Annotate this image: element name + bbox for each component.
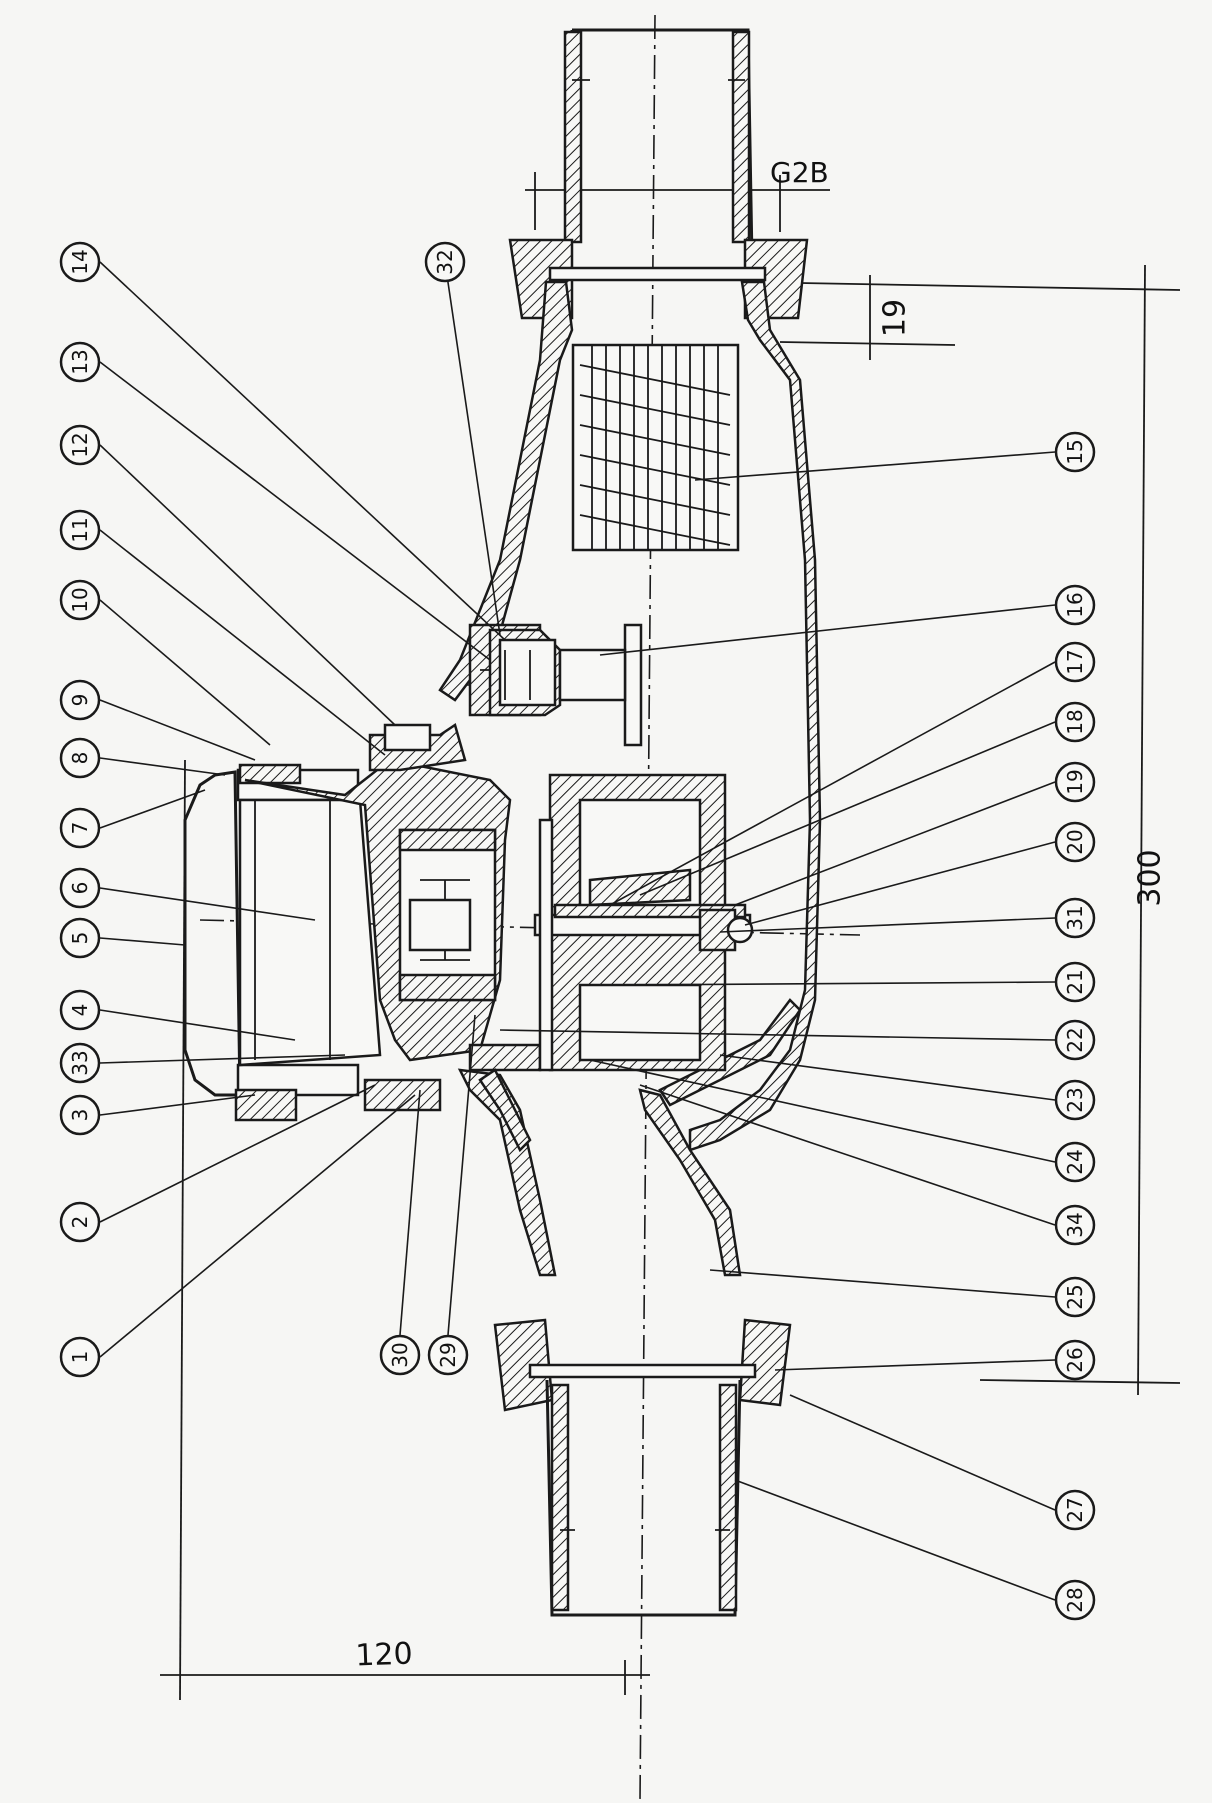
measuring-chamber xyxy=(533,773,754,1072)
strainer xyxy=(571,343,740,552)
svg-text:14: 14 xyxy=(68,249,92,274)
svg-text:19: 19 xyxy=(1063,769,1087,794)
callout-7: 7 xyxy=(59,807,101,849)
callout-15: 15 xyxy=(1054,431,1096,473)
leader-lines xyxy=(99,261,1056,1601)
svg-text:18: 18 xyxy=(1063,709,1087,734)
svg-text:13: 13 xyxy=(68,349,92,374)
callout-4: 4 xyxy=(59,989,101,1031)
svg-text:34: 34 xyxy=(1063,1212,1087,1237)
svg-text:31: 31 xyxy=(1063,905,1087,930)
dimension-300-label: 300 xyxy=(1133,849,1168,906)
svg-text:7: 7 xyxy=(68,822,92,835)
callout-26: 26 xyxy=(1054,1339,1096,1381)
svg-text:29: 29 xyxy=(436,1342,460,1367)
svg-text:26: 26 xyxy=(1063,1347,1087,1372)
outlet-connector xyxy=(493,1318,792,1617)
svg-text:16: 16 xyxy=(1063,592,1087,617)
callout-1: 1 xyxy=(59,1336,101,1378)
callout-34: 34 xyxy=(1054,1204,1096,1246)
svg-text:21: 21 xyxy=(1063,969,1087,994)
callout-11: 11 xyxy=(59,509,101,551)
callout-24: 24 xyxy=(1054,1141,1096,1183)
callout-12: 12 xyxy=(59,424,101,466)
callout-3: 3 xyxy=(59,1094,101,1136)
callout-19: 19 xyxy=(1054,761,1096,803)
callout-22: 22 xyxy=(1054,1019,1096,1061)
dimension-300: 300 xyxy=(799,264,1181,1396)
callout-29: 29 xyxy=(427,1334,469,1376)
svg-text:8: 8 xyxy=(68,752,92,765)
callout-30: 30 xyxy=(379,1334,421,1376)
svg-text:12: 12 xyxy=(68,432,92,457)
svg-text:6: 6 xyxy=(68,882,92,895)
callout-6: 6 xyxy=(59,867,101,909)
svg-text:17: 17 xyxy=(1063,649,1087,674)
dimension-19: 19 xyxy=(779,275,956,360)
svg-text:25: 25 xyxy=(1063,1284,1087,1309)
dimension-19-label: 19 xyxy=(878,299,913,337)
callout-28: 28 xyxy=(1054,1579,1096,1621)
svg-text:32: 32 xyxy=(433,249,457,274)
svg-text:27: 27 xyxy=(1063,1497,1087,1522)
callout-13: 13 xyxy=(59,341,101,383)
callout-16: 16 xyxy=(1054,584,1096,626)
svg-text:11: 11 xyxy=(68,517,92,542)
svg-text:28: 28 xyxy=(1063,1587,1087,1612)
callout-17: 17 xyxy=(1054,641,1096,683)
svg-text:24: 24 xyxy=(1063,1149,1087,1174)
inlet-connector xyxy=(508,28,809,320)
callout-14: 14 xyxy=(59,241,101,283)
svg-text:20: 20 xyxy=(1063,829,1087,854)
callout-20: 20 xyxy=(1054,821,1096,863)
callout-33: 33 xyxy=(59,1042,101,1084)
register-housing xyxy=(183,723,554,1153)
svg-text:5: 5 xyxy=(68,932,92,945)
svg-text:10: 10 xyxy=(68,587,92,612)
svg-text:30: 30 xyxy=(388,1342,412,1367)
svg-text:4: 4 xyxy=(68,1004,92,1017)
dimension-120-label: 120 xyxy=(355,1637,413,1674)
meter-body xyxy=(438,280,822,1277)
svg-text:15: 15 xyxy=(1063,439,1087,464)
gland-housing xyxy=(488,628,627,717)
svg-text:3: 3 xyxy=(68,1109,92,1122)
thread-g2b-label: G2B xyxy=(770,156,829,189)
callout-5: 5 xyxy=(59,917,101,959)
callout-10: 10 xyxy=(59,579,101,621)
callout-9: 9 xyxy=(59,679,101,721)
svg-text:2: 2 xyxy=(68,1216,92,1229)
callout-25: 25 xyxy=(1054,1276,1096,1318)
callout-8: 8 xyxy=(59,737,101,779)
svg-text:23: 23 xyxy=(1063,1087,1087,1112)
callout-18: 18 xyxy=(1054,701,1096,743)
svg-text:22: 22 xyxy=(1063,1027,1087,1052)
callout-27: 27 xyxy=(1054,1489,1096,1531)
svg-text:9: 9 xyxy=(68,694,92,707)
callout-32: 32 xyxy=(424,241,466,283)
callout-2: 2 xyxy=(59,1201,101,1243)
svg-text:1: 1 xyxy=(68,1351,92,1364)
callout-31: 31 xyxy=(1054,897,1096,939)
svg-text:33: 33 xyxy=(68,1050,92,1075)
callout-23: 23 xyxy=(1054,1079,1096,1121)
callout-21: 21 xyxy=(1054,961,1096,1003)
dimension-g2b: G2B xyxy=(525,156,830,232)
